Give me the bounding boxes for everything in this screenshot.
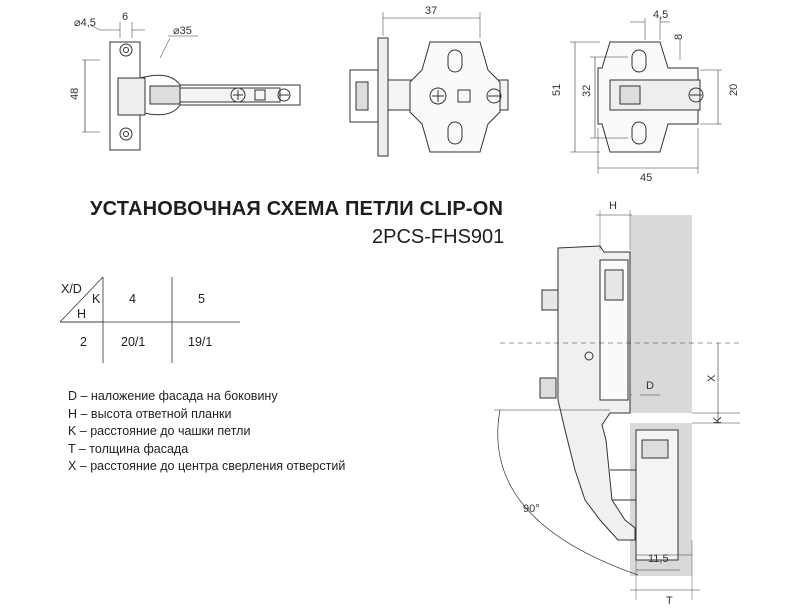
mounting-plate-view bbox=[570, 18, 722, 174]
angle-90: 90° bbox=[523, 503, 540, 515]
table-corner-k: K bbox=[92, 292, 101, 306]
spec-table-lines bbox=[59, 276, 240, 363]
table-corner-h: H bbox=[77, 307, 87, 321]
top-drawings: ⌀4,5 6 ⌀35 48 37 4,5 bbox=[69, 5, 740, 184]
legend: D – наложение фасада на боковину H – выс… bbox=[68, 388, 345, 476]
legend-item: K – расстояние до чашки петли bbox=[68, 424, 251, 438]
hinge-side-view bbox=[82, 22, 301, 151]
dim-w37: 37 bbox=[425, 5, 437, 17]
legend-item: D – наложение фасада на боковину bbox=[68, 389, 278, 403]
table-cell-1: 20/1 bbox=[121, 335, 146, 349]
dim-d35: ⌀35 bbox=[173, 25, 192, 37]
dim-d45: ⌀4,5 bbox=[74, 17, 96, 29]
hinge-top-view bbox=[349, 12, 509, 157]
dim-w45b: 4,5 bbox=[653, 9, 668, 21]
table-cell-2: 19/1 bbox=[188, 335, 213, 349]
dim-eight: 8 bbox=[673, 34, 685, 40]
diagram-title: УСТАНОВОЧНАЯ СХЕМА ПЕТЛИ CLIP-ON bbox=[90, 198, 504, 220]
dim-h20: 20 bbox=[728, 84, 740, 96]
dim-H: H bbox=[609, 200, 617, 212]
dim-h32: 32 bbox=[581, 85, 593, 97]
table-col-2: 5 bbox=[198, 292, 205, 306]
dim-K: K bbox=[712, 416, 724, 424]
table-col-1: 4 bbox=[129, 292, 136, 306]
dim-X: X bbox=[706, 374, 718, 382]
dim-w45: 45 bbox=[640, 172, 652, 184]
dim-h51: 51 bbox=[551, 84, 563, 96]
table-corner-xd: X/D bbox=[61, 282, 82, 296]
legend-item: T – толщина фасада bbox=[68, 441, 189, 456]
table-row-label: 2 bbox=[80, 335, 87, 349]
model-code: 2PCS-FHS901 bbox=[372, 226, 505, 248]
dim-T: T bbox=[666, 595, 673, 607]
dim-D: D bbox=[646, 380, 654, 392]
dim-w115: 11,5 bbox=[648, 553, 669, 565]
dim-six: 6 bbox=[122, 11, 128, 23]
legend-item: H – высота ответной планки bbox=[68, 406, 232, 421]
cabinet-side-panel bbox=[630, 215, 692, 413]
dim-h48: 48 bbox=[69, 88, 81, 100]
legend-item: X – расстояние до центра сверления отвер… bbox=[68, 459, 346, 473]
